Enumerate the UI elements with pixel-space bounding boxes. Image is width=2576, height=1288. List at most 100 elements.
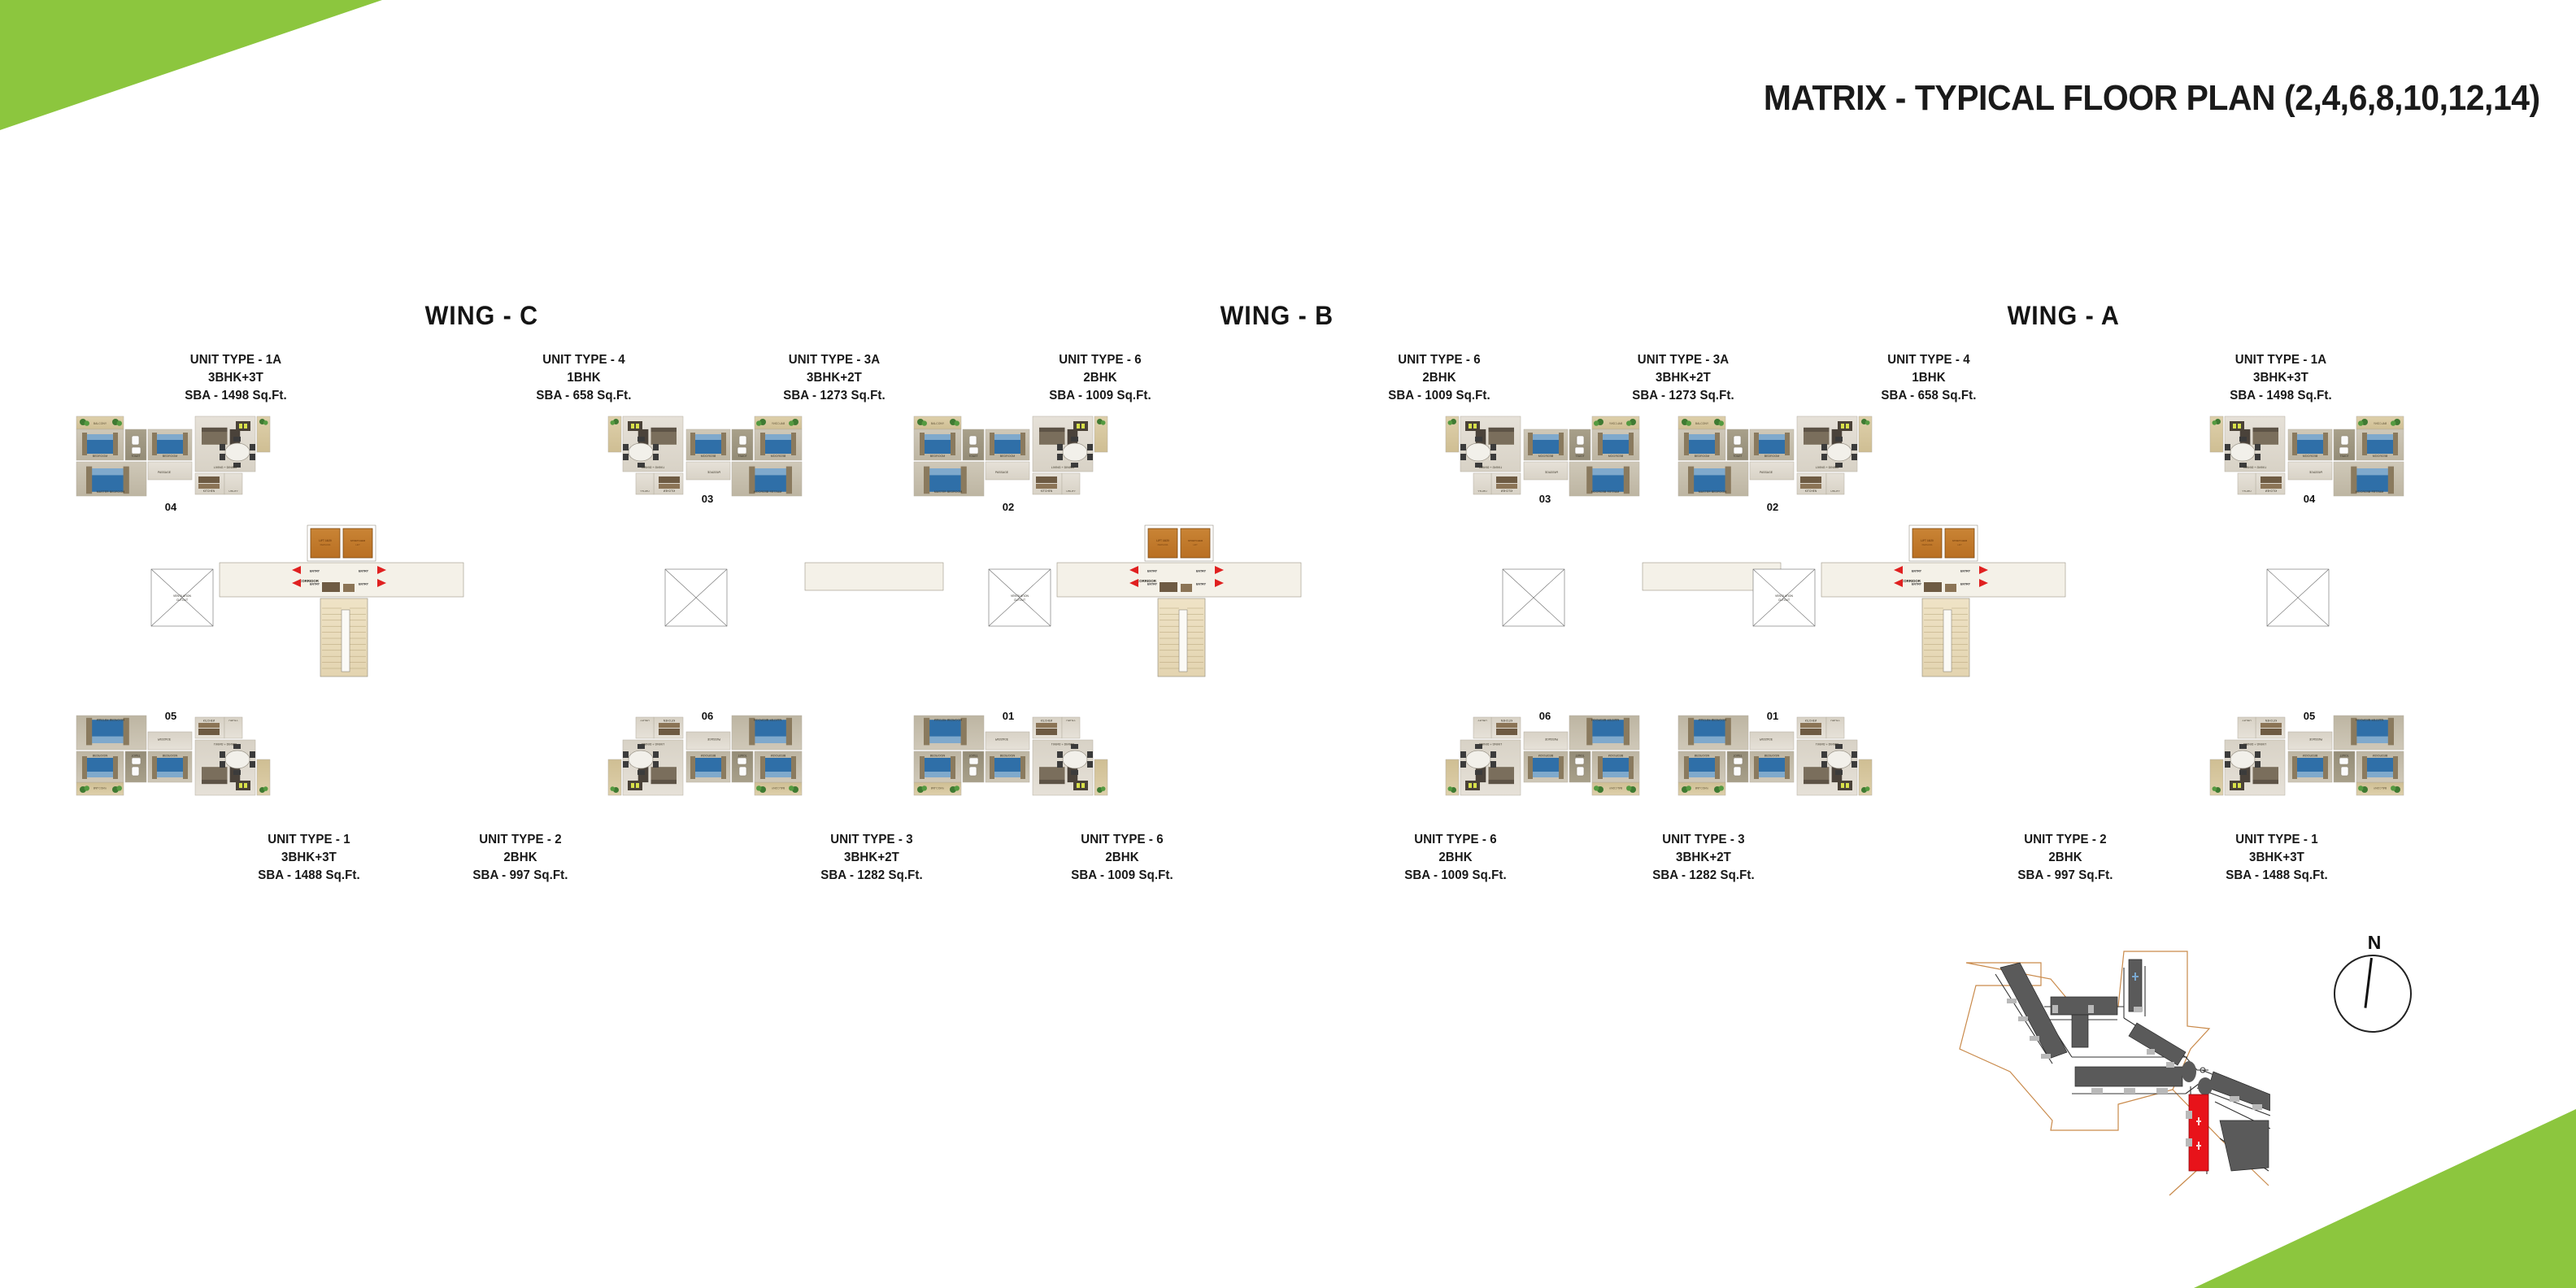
unit-type: UNIT TYPE - 1 <box>2235 833 2318 846</box>
svg-text:ENTRY: ENTRY <box>1147 570 1158 573</box>
svg-text:TOILET: TOILET <box>2339 754 2348 757</box>
svg-text:PASSAGE: PASSAGE <box>1544 471 1558 474</box>
entry-arrow-icon <box>377 579 386 587</box>
svg-text:BEDROOM: BEDROOM <box>1000 754 1016 757</box>
unit-type: UNIT TYPE - 3A <box>1637 353 1730 367</box>
typical-floor-plan-drawing: BALCONY BEDROOM TOILET BEDROOM LIVING + DINI… <box>49 407 2496 813</box>
svg-text:TOILET: TOILET <box>1575 754 1584 757</box>
svg-text:CUTOUT: CUTOUT <box>1778 598 1790 602</box>
unit-type: UNIT TYPE - 2 <box>2024 833 2107 846</box>
unit-sba: SBA - 997 Sq.Ft. <box>2017 868 2113 882</box>
corridor <box>219 562 464 598</box>
svg-text:LIVING + DINING: LIVING + DINING <box>1479 466 1503 469</box>
unit-number: 05 <box>2304 710 2315 722</box>
svg-text:BEDROOM: BEDROOM <box>930 754 946 757</box>
svg-text:BEDROOM: BEDROOM <box>163 455 178 458</box>
ventilation-cutout <box>2266 568 2330 627</box>
svg-text:STRETCHER: STRETCHER <box>1952 539 1968 542</box>
svg-text:VENTILATION: VENTILATION <box>1011 594 1029 598</box>
svg-text:ENTRY: ENTRY <box>1960 583 1971 586</box>
unit-sba: SBA - 1488 Sq.Ft. <box>2226 868 2328 882</box>
unit-config: 3BHK+2T <box>1676 851 1731 864</box>
svg-text:BEDROOM: BEDROOM <box>1695 754 1710 757</box>
svg-text:UTILITY: UTILITY <box>640 719 649 722</box>
svg-text:PERSONS: PERSONS <box>1922 543 1933 546</box>
lift-shaft <box>1180 528 1211 559</box>
svg-text:TOILET: TOILET <box>1733 455 1742 458</box>
svg-text:KITCHEN: KITCHEN <box>2265 719 2277 722</box>
svg-text:UTILITY: UTILITY <box>228 719 237 722</box>
svg-text:KITCHEN: KITCHEN <box>663 490 675 493</box>
svg-text:BALCONY: BALCONY <box>1695 422 1709 425</box>
svg-text:KITCHEN: KITCHEN <box>203 490 215 493</box>
svg-text:ENTRY: ENTRY <box>1912 570 1922 573</box>
svg-text:KITCHEN: KITCHEN <box>1500 719 1512 722</box>
unit-type: UNIT TYPE - 1A <box>189 353 282 367</box>
unit-config: 3BHK+2T <box>844 851 899 864</box>
svg-text:UTILITY: UTILITY <box>2242 719 2251 722</box>
svg-text:LIVING + DINING: LIVING + DINING <box>1816 466 1839 469</box>
unit-sba: SBA - 658 Sq.Ft. <box>1881 389 1977 402</box>
svg-text:BALCONY: BALCONY <box>2373 422 2387 425</box>
svg-text:KITCHEN: KITCHEN <box>663 719 675 722</box>
svg-text:TOILET: TOILET <box>2339 455 2348 458</box>
svg-text:LIVING + DINING: LIVING + DINING <box>214 742 237 746</box>
svg-text:PERSONS: PERSONS <box>1158 543 1168 546</box>
svg-text:LIVING + DINING: LIVING + DINING <box>214 466 237 469</box>
unit-number: 02 <box>1003 501 1014 513</box>
svg-text:BEDROOM: BEDROOM <box>2303 455 2318 458</box>
lift-shaft <box>310 528 341 559</box>
unit-number: 03 <box>1539 493 1551 505</box>
svg-text:CORRIDOR: CORRIDOR <box>1137 579 1157 583</box>
svg-text:BALCONY: BALCONY <box>1695 786 1709 790</box>
unit-sba: SBA - 1273 Sq.Ft. <box>1632 389 1734 402</box>
svg-text:LIVING + DINING: LIVING + DINING <box>1051 742 1075 746</box>
unit-type: UNIT TYPE - 6 <box>1081 833 1164 846</box>
entry-arrow-icon <box>1894 566 1903 574</box>
ventilation-cutout <box>1502 568 1565 627</box>
site-boundary <box>1959 951 2211 1131</box>
unit-sba: SBA - 1009 Sq.Ft. <box>1071 868 1173 882</box>
svg-text:PERSONS: PERSONS <box>320 543 331 546</box>
unit-config: 3BHK+2T <box>807 371 862 385</box>
svg-text:BEDROOM: BEDROOM <box>1695 455 1710 458</box>
svg-text:UTILITY: UTILITY <box>1477 719 1486 722</box>
svg-text:BEDROOM: BEDROOM <box>163 754 178 757</box>
svg-text:PASSAGE: PASSAGE <box>1544 738 1558 741</box>
unit-config: 3BHK+3T <box>281 851 337 864</box>
entry-arrow-icon <box>1894 579 1903 587</box>
svg-text:BALCONY: BALCONY <box>94 422 107 425</box>
svg-text:KITCHEN: KITCHEN <box>1805 719 1817 722</box>
svg-text:ENTRY: ENTRY <box>1912 583 1922 586</box>
unit-sba: SBA - 1282 Sq.Ft. <box>1652 868 1755 882</box>
compass-circle <box>2334 955 2412 1033</box>
svg-text:BEDROOM: BEDROOM <box>771 754 786 757</box>
svg-text:BEDROOM: BEDROOM <box>1764 754 1780 757</box>
svg-text:BEDROOM: BEDROOM <box>93 754 108 757</box>
svg-text:VENTILATION: VENTILATION <box>1775 594 1794 598</box>
unit-config: 1BHK <box>1912 371 1946 385</box>
svg-text:PASSAGE: PASSAGE <box>1760 738 1773 741</box>
unit-sba: SBA - 997 Sq.Ft. <box>472 868 568 882</box>
svg-text:BEDROOM: BEDROOM <box>2373 455 2388 458</box>
svg-text:BEDROOM: BEDROOM <box>1538 754 1554 757</box>
lift-shaft <box>1944 528 1975 559</box>
svg-text:LIVING + DINING: LIVING + DINING <box>2243 466 2267 469</box>
svg-text:BEDROOM: BEDROOM <box>771 455 786 458</box>
unit-type: UNIT TYPE - 4 <box>542 353 625 367</box>
svg-text:UTILITY: UTILITY <box>2242 490 2251 493</box>
unit-config: 3BHK+3T <box>208 371 263 385</box>
unit-sba: SBA - 658 Sq.Ft. <box>536 389 632 402</box>
entry-arrow-icon <box>1129 579 1138 587</box>
entry-arrow-icon <box>1979 579 1988 587</box>
svg-text:ENTRY: ENTRY <box>1196 583 1207 586</box>
